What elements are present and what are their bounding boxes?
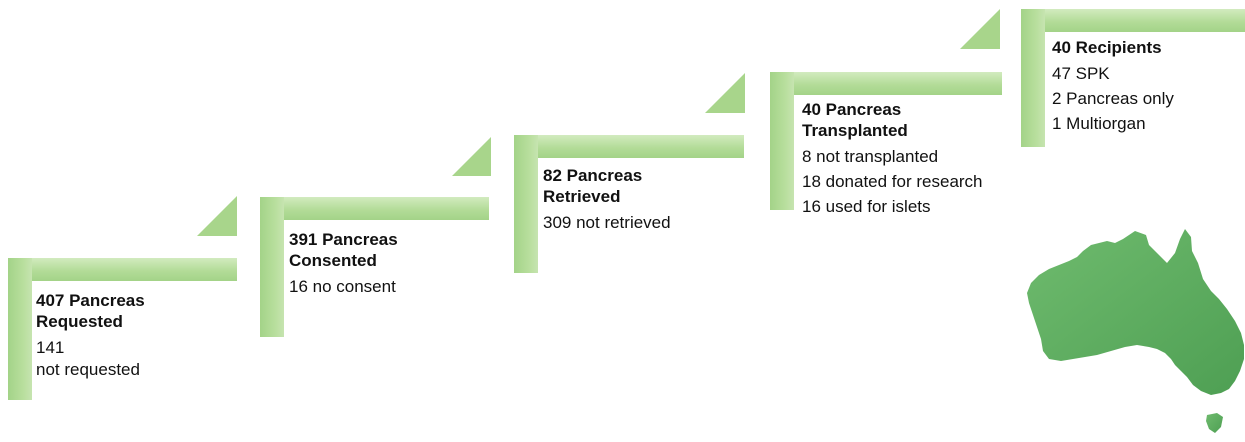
step-text-transplanted: 40 Pancreas Transplanted 8 not transplan… <box>802 99 983 219</box>
bracket-side-bar <box>770 72 794 210</box>
step-title-line: Requested <box>36 312 123 331</box>
step-bracket-requested <box>8 258 237 400</box>
arrow-triangle-icon <box>960 9 1000 49</box>
step-detail: 2 Pancreas only <box>1052 89 1174 108</box>
step-detail: 16 no consent <box>289 277 396 296</box>
step-detail: 1 Multiorgan <box>1052 114 1146 133</box>
step-title: 82 Pancreas Retrieved <box>543 165 671 207</box>
step-title: 391 Pancreas Consented <box>289 229 398 271</box>
step-bracket-transplanted <box>770 72 1002 210</box>
bracket-top-bar <box>514 135 744 158</box>
step-title-line: 40 Recipients <box>1052 38 1162 57</box>
step-title: 407 Pancreas Requested <box>36 290 145 332</box>
step-text-requested: 407 Pancreas Requested 141 not requested <box>36 290 145 382</box>
step-title-line: Consented <box>289 251 377 270</box>
step-detail: 16 used for islets <box>802 197 931 216</box>
australia-map-svg <box>1027 229 1244 433</box>
step-title-line: Retrieved <box>543 187 621 206</box>
step-bracket-recipients <box>1021 9 1245 147</box>
step-detail: 8 not transplanted <box>802 147 939 166</box>
bracket-top-bar <box>8 258 237 281</box>
step-title-line: 40 Pancreas <box>802 100 902 119</box>
step-title: 40 Pancreas Transplanted <box>802 99 983 141</box>
step-detail: 309 not retrieved <box>543 213 671 232</box>
mainland-shape <box>1027 229 1244 395</box>
step-detail: 18 donated for research <box>802 172 983 191</box>
arrow-triangle-icon <box>452 137 491 176</box>
tasmania-shape <box>1206 413 1223 433</box>
step-title: 40 Recipients <box>1052 37 1174 58</box>
step-title-line: 407 Pancreas <box>36 291 145 310</box>
step-text-retrieved: 82 Pancreas Retrieved 309 not retrieved <box>543 165 671 235</box>
bracket-side-bar <box>514 135 538 273</box>
australia-map-icon <box>1025 225 1245 442</box>
step-bracket-consented <box>260 197 489 337</box>
step-title-line: Transplanted <box>802 121 908 140</box>
bracket-top-bar <box>260 197 489 220</box>
bracket-side-bar <box>260 197 284 337</box>
step-text-consented: 391 Pancreas Consented 16 no consent <box>289 229 398 299</box>
bracket-top-bar <box>1021 9 1245 32</box>
arrow-triangle-icon <box>197 196 237 236</box>
step-detail: not requested <box>36 360 140 379</box>
step-title-line: 391 Pancreas <box>289 230 398 249</box>
bracket-side-bar <box>8 258 32 400</box>
bracket-side-bar <box>1021 9 1045 147</box>
step-bracket-retrieved <box>514 135 744 273</box>
bracket-top-bar <box>770 72 1002 95</box>
step-detail: 141 <box>36 338 65 357</box>
step-detail: 47 SPK <box>1052 64 1110 83</box>
step-text-recipients: 40 Recipients 47 SPK 2 Pancreas only 1 M… <box>1052 37 1174 136</box>
arrow-triangle-icon <box>705 73 745 113</box>
step-title-line: 82 Pancreas <box>543 166 643 185</box>
